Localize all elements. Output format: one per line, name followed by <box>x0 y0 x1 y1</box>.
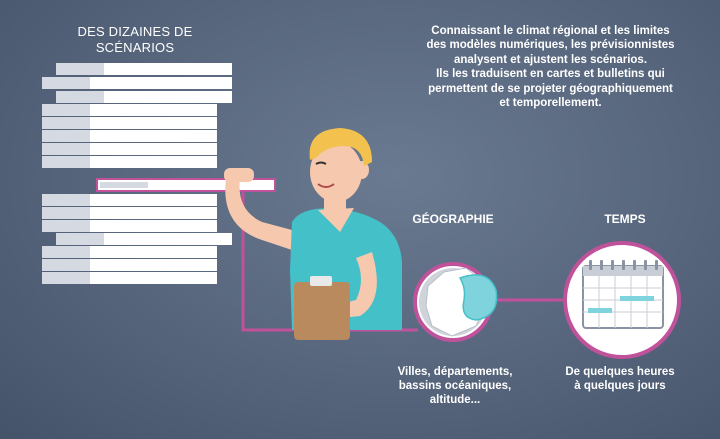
geography-badge <box>413 262 498 342</box>
caption-line: à quelques jours <box>574 380 666 392</box>
scenario-row <box>42 63 232 75</box>
scenario-row <box>42 272 217 284</box>
description-line: et temporellement. <box>499 97 602 110</box>
scenarios-title-line: SCÉNARIOS <box>95 40 175 55</box>
caption-line: altitude... <box>429 394 481 406</box>
time-label: TEMPS <box>604 212 646 226</box>
scenario-row <box>42 104 217 116</box>
scenarios-title-line: DES DIZAINES DE <box>77 24 193 39</box>
description-line: des modèles numériques, les prévisionnis… <box>426 39 675 52</box>
geography-label: GÉOGRAPHIE <box>412 212 494 226</box>
scenario-row <box>42 220 217 232</box>
scenario-row <box>42 207 217 219</box>
scenario-row <box>42 143 217 155</box>
scenario-row <box>42 246 217 258</box>
forecaster-figure <box>224 128 402 340</box>
description-line: Ils les traduisent en cartes et bulletin… <box>436 68 665 81</box>
scenarios-title: DES DIZAINES DE SCÉNARIOS <box>55 24 215 56</box>
caption-line: bassins océaniques, <box>398 380 512 392</box>
scenario-row <box>42 117 217 129</box>
scenario-row <box>42 156 217 168</box>
calendar-badge <box>563 241 681 359</box>
scenario-row <box>42 194 217 206</box>
scenario-row <box>42 77 232 89</box>
description-line: permettent de se projeter géographiqueme… <box>428 82 673 95</box>
scenario-row <box>42 233 232 245</box>
description-text: Connaissant le climat régional et les li… <box>418 24 683 110</box>
scenario-row <box>42 130 217 142</box>
scenario-row <box>42 91 232 103</box>
caption-line: Villes, départements, <box>397 366 513 378</box>
description-line: Connaissant le climat régional et les li… <box>431 25 670 37</box>
hair <box>309 128 372 166</box>
geography-caption: Villes, départements, bassins océaniques… <box>395 365 515 407</box>
clipboard <box>294 282 350 340</box>
description-line: analysent et ajustent les scénarios. <box>453 53 648 66</box>
time-caption: De quelques heures à quelques jours <box>555 365 685 393</box>
scenario-row <box>42 259 217 271</box>
caption-line: De quelques heures <box>565 366 675 378</box>
